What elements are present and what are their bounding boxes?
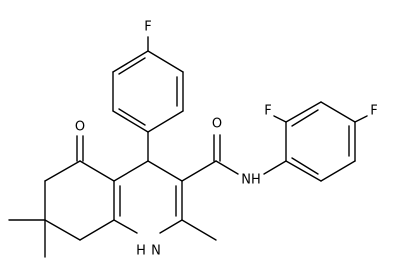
bond-ortho-fluorine	[273, 115, 287, 123]
fluorine-label-para: F	[370, 104, 377, 119]
dihydropyridine-ring	[113, 160, 183, 234]
bond-para-fluorine	[354, 115, 368, 123]
fluorine-label-top: F	[144, 20, 151, 35]
ring-h-label: H	[136, 244, 146, 259]
oxygen-label-amide: O	[212, 117, 222, 132]
fluorophenyl-ring	[112, 36, 184, 133]
cyclohexenone-ring	[44, 160, 115, 241]
bond-nh-aryl	[263, 160, 287, 175]
oxygen-label-ketone: O	[75, 120, 85, 135]
fluorine-label-ortho: F	[264, 104, 271, 119]
difluorophenyl-ring	[285, 101, 356, 182]
ring-n-label: N	[151, 244, 161, 259]
amide-nh-label: NH	[241, 173, 261, 188]
bond-methyl-c2	[181, 219, 217, 241]
amide-group	[181, 134, 239, 182]
